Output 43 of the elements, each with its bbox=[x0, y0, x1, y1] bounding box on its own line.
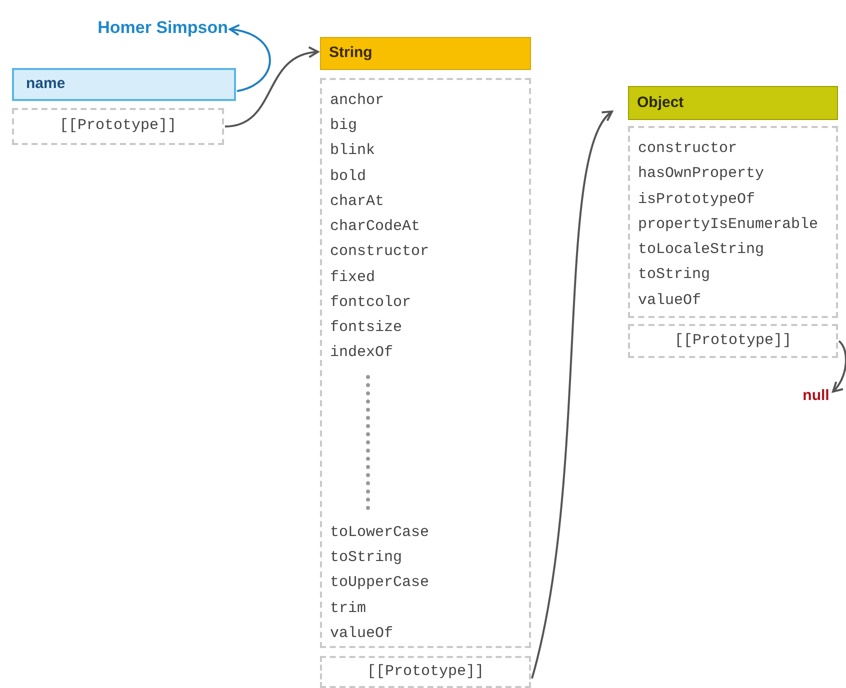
method-name: anchor bbox=[330, 91, 386, 111]
method-name: toLowerCase bbox=[330, 522, 430, 543]
method-name: constructor bbox=[330, 242, 430, 262]
method-name: toUpperCase bbox=[330, 573, 430, 594]
method-name: charCodeAt bbox=[330, 217, 422, 238]
node-text: name bbox=[26, 74, 66, 94]
prototype-label: [[Prototype]] bbox=[59, 116, 177, 136]
property-box bbox=[12, 68, 236, 101]
method-name: valueOf bbox=[330, 624, 394, 644]
arrow bbox=[224, 47, 319, 128]
prototype-box bbox=[12, 108, 224, 145]
method-name: constructor bbox=[638, 139, 738, 159]
class-name: String bbox=[329, 43, 372, 64]
arrow bbox=[531, 110, 613, 679]
method-name: charAt bbox=[330, 192, 386, 212]
method-name: blink bbox=[330, 141, 376, 162]
class-header bbox=[320, 37, 531, 70]
method-name: toString bbox=[638, 265, 712, 286]
method-name: big bbox=[330, 116, 358, 136]
prototype-box bbox=[320, 656, 531, 688]
method-name: propertyIsEnumerable bbox=[638, 214, 820, 235]
method-name: toLocaleString bbox=[638, 240, 766, 260]
class-name: Object bbox=[637, 92, 684, 113]
method-name: indexOf bbox=[330, 343, 394, 364]
arrow bbox=[832, 340, 846, 393]
method-name: isPrototypeOf bbox=[638, 190, 756, 210]
method-list-box bbox=[628, 126, 838, 318]
method-name: bold bbox=[330, 166, 368, 187]
method-name: fontcolor bbox=[330, 292, 412, 313]
method-name: hasOwnProperty bbox=[638, 164, 766, 184]
prototype-label: [[Prototype]] bbox=[674, 330, 792, 351]
method-name: toString bbox=[330, 548, 404, 568]
arrow bbox=[229, 24, 271, 92]
node-text: null bbox=[802, 386, 830, 406]
prototype-box bbox=[628, 324, 838, 358]
method-list-box bbox=[320, 78, 531, 648]
prototype-label: [[Prototype]] bbox=[366, 662, 484, 682]
class-header bbox=[628, 86, 838, 120]
method-name: valueOf bbox=[638, 290, 702, 311]
method-name: trim bbox=[330, 598, 368, 619]
node-text: Homer Simpson bbox=[98, 17, 228, 40]
method-name: fixed bbox=[330, 268, 376, 288]
method-name: fontsize bbox=[330, 318, 404, 338]
